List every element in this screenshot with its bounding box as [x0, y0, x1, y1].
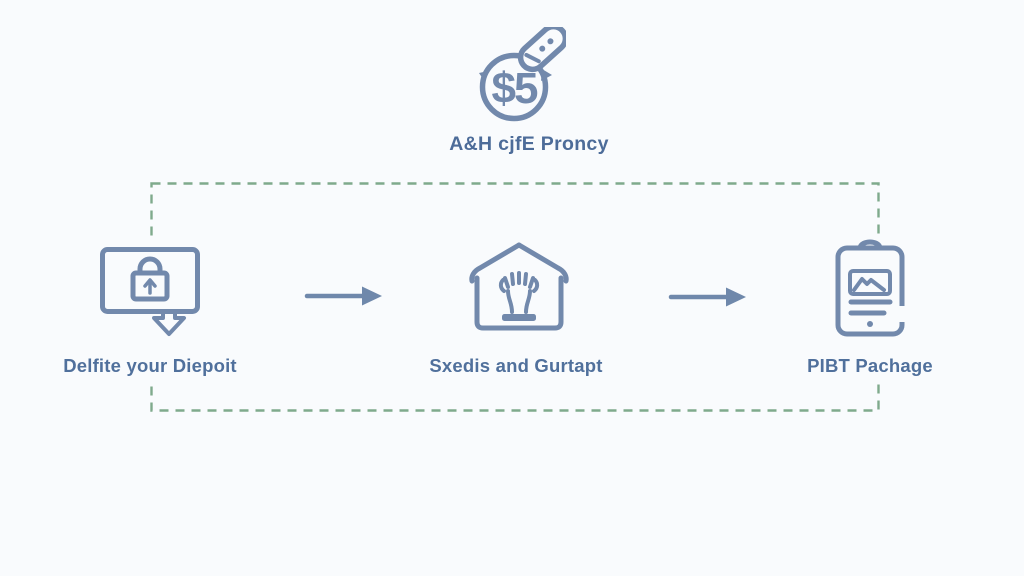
house-hand-icon	[469, 242, 569, 331]
flow-arrow-icon	[304, 286, 382, 306]
clipboard-report-icon	[835, 239, 906, 337]
diagram-title: A&H cjfE Proncy	[449, 133, 609, 155]
badge-text: $5	[492, 64, 538, 113]
step-label: Delfite your Diepoit	[63, 355, 237, 376]
step-house-support: Sxedis and Gurtapt	[406, 242, 626, 382]
monitor-lock-download-icon	[100, 247, 200, 336]
price-tag-icon	[517, 27, 566, 73]
flow-arrow-icon	[668, 287, 746, 307]
step-define-deposit: Delfite your Diepoit	[40, 242, 260, 382]
money-tag-icon: $5	[479, 27, 566, 122]
step-label: PIBT Pachage	[807, 355, 933, 376]
step-label: Sxedis and Gurtapt	[429, 355, 603, 376]
step-report-package: PIBT Pachage	[760, 236, 980, 382]
